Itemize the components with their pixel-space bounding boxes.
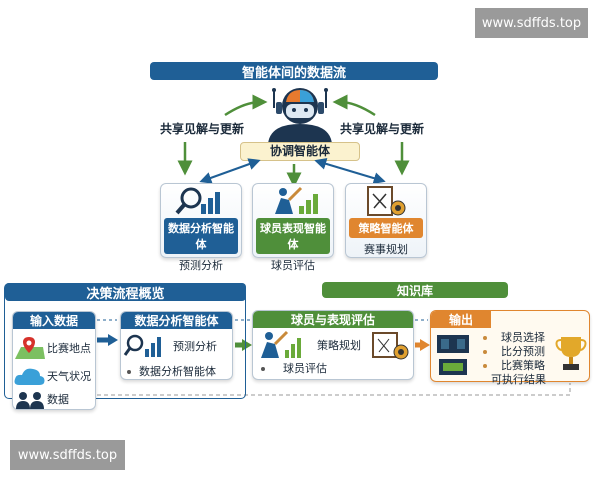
analysis-bullet: 数据分析智能体 — [127, 363, 232, 379]
output-item: 球员选择 — [483, 331, 546, 345]
player-item: 策略规划 — [317, 339, 361, 352]
bullet-dot — [483, 364, 487, 368]
bullet-text: 数据分析智能体 — [139, 365, 216, 378]
bullet-dot — [261, 367, 265, 371]
cricket-player-icon — [275, 186, 318, 214]
knowledge-base-banner: 知识库 — [322, 282, 508, 298]
output-card: 输出 球员选择 比分预测 比赛策略 可执行结果 — [430, 310, 590, 386]
trophy-icon — [555, 337, 587, 370]
bullet-text: 球员评估 — [283, 362, 327, 375]
cricket-player-icon — [261, 330, 301, 358]
agent-card-player: 球员表现智能体 球员评估 — [252, 183, 334, 272]
analysis-agent-card: 数据分析智能体 预测分析 数据分析智能体 — [120, 311, 233, 380]
watermark-top: www.sdffds.top — [475, 8, 588, 38]
magnifier-chart-icon — [175, 187, 220, 215]
agent-label: 球员表现智能体 — [256, 218, 330, 254]
bullet-text: 比赛策略 — [501, 359, 545, 372]
bullet-text: 比分预测 — [501, 345, 545, 358]
agent-sub: 预测分析 — [179, 259, 223, 272]
agent-card-analysis: 数据分析智能体 预测分析 — [160, 183, 242, 272]
magnifier-chart-icon — [123, 334, 161, 357]
output-item: 比分预测 — [483, 345, 546, 359]
output-item: 比赛策略 — [483, 359, 546, 373]
bullet-dot — [127, 370, 131, 374]
card-header: 输入数据 — [13, 312, 95, 329]
card-header: 数据分析智能体 — [121, 312, 232, 329]
input-item: 比赛地点 — [47, 342, 91, 355]
agent-label: 数据分析智能体 — [164, 218, 238, 254]
input-item: 数据 — [47, 393, 69, 406]
bullet-text: 球员选择 — [501, 331, 545, 344]
input-data-card: 输入数据 比赛地点 天气状况 数据 — [12, 311, 96, 410]
tactics-board-icon — [367, 186, 406, 216]
card-header: 球员与表现评估 — [253, 311, 413, 328]
process-title-banner: 决策流程概览 — [5, 283, 246, 302]
robot-icon — [268, 88, 332, 144]
bullet-dot — [483, 336, 487, 340]
bullet-dot — [483, 350, 487, 354]
input-item: 天气状况 — [47, 370, 91, 383]
player-evaluation-card: 球员与表现评估 策略规划 球员评估 — [252, 310, 414, 380]
share-label-right: 共享见解与更新 — [340, 122, 425, 136]
player-bullet: 球员评估 — [261, 360, 413, 376]
watermark-bottom: www.sdffds.top — [10, 440, 125, 470]
tactics-board-icon — [372, 332, 409, 360]
map-pin-icon — [15, 337, 45, 359]
share-label-left: 共享见解与更新 — [160, 122, 245, 136]
card-header: 输出 — [431, 311, 491, 328]
scoreboard-icon — [437, 335, 469, 375]
people-icon — [16, 392, 44, 409]
top-title-banner: 智能体间的数据流 — [150, 62, 438, 81]
analysis-item: 预测分析 — [173, 340, 217, 353]
agent-sub: 球员评估 — [271, 259, 315, 272]
output-result: 可执行结果 — [491, 373, 546, 386]
agent-card-strategy: 策略智能体 赛事规划 — [345, 183, 427, 258]
cloud-icon — [14, 368, 45, 385]
agent-sub: 赛事规划 — [364, 243, 408, 256]
coordinator-box: 协调智能体 — [240, 142, 360, 161]
agent-label: 策略智能体 — [349, 218, 423, 238]
